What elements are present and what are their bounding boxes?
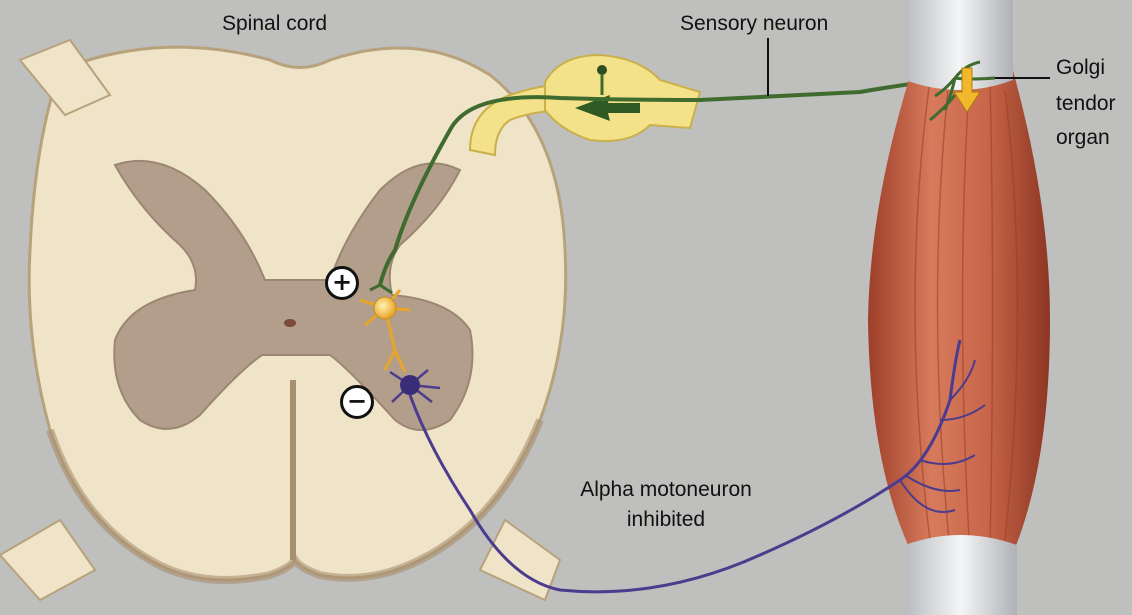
muscle-belly [868, 60, 1050, 560]
label-alpha-line2: inhibited [560, 508, 772, 532]
label-spinal-cord: Spinal cord [222, 12, 327, 36]
tendon-top [905, 0, 1013, 80]
excitatory-plus-sign: + [325, 266, 359, 300]
label-golgi-line2: tendor [1056, 92, 1116, 116]
label-golgi-line3: organ [1056, 126, 1110, 150]
label-alpha-line1: Alpha motoneuron [560, 478, 772, 502]
label-golgi-line1: Golgi [1056, 56, 1105, 80]
inhibitory-minus-sign: − [340, 385, 374, 419]
sensory-cell-body [597, 65, 607, 75]
tendon-bottom [905, 545, 1017, 615]
label-sensory-neuron: Sensory neuron [680, 12, 828, 36]
central-canal [284, 319, 296, 327]
